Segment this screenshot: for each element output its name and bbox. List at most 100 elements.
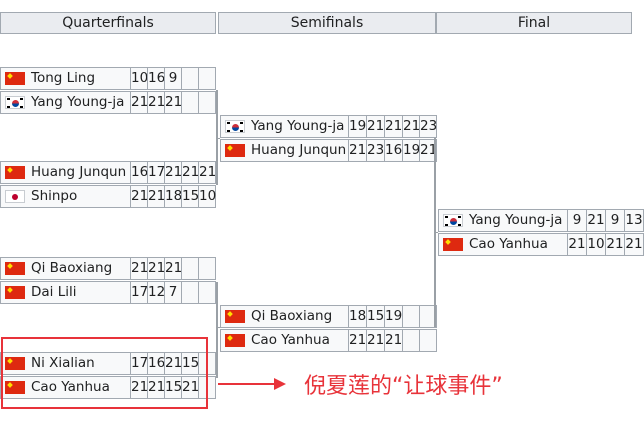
set-score: 21 [147,258,165,279]
player-name-cell: Huang Junqun [221,140,348,161]
set-score: 7 [164,282,181,303]
china-flag-icon [225,144,245,157]
set-score: 17 [147,162,165,183]
player-name[interactable]: Cao Yanhua [251,332,330,348]
set-score: 16 [130,162,148,183]
set-score: 17 [130,353,148,374]
china-flag-icon [5,166,25,179]
china-flag-icon [225,310,245,323]
set-score [198,282,215,303]
set-score: 21 [366,330,384,351]
set-score: 21 [586,210,605,231]
set-score: 21 [164,92,182,113]
china-flag-icon [5,357,25,370]
china-flag-icon [443,238,463,251]
player-name-cell: Cao Yanhua [439,234,567,255]
set-score: 23 [366,140,384,161]
set-score [419,330,436,351]
player-name[interactable]: Yang Young-ja [469,212,563,228]
set-score: 18 [164,186,182,207]
set-score: 18 [348,306,366,327]
set-score: 23 [419,116,437,137]
set-score: 21 [605,234,624,255]
set-score: 16 [147,68,165,89]
set-score: 21 [147,92,165,113]
player-name[interactable]: Qi Baoxiang [251,308,333,324]
player-name[interactable]: Huang Junqun [31,164,127,180]
player-name[interactable]: Yang Young-ja [251,118,345,134]
set-score: 17 [130,282,148,303]
player-name-cell: Tong Ling [1,68,130,89]
connector-line [216,327,220,328]
player-name-cell: Cao Yanhua [221,330,348,351]
connector-line [216,282,218,378]
player-name[interactable]: Qi Baoxiang [31,260,113,276]
set-score: 21 [181,162,199,183]
set-score [198,68,215,89]
set-score: 13 [624,210,643,231]
set-score: 16 [384,140,402,161]
highlight-box [1,337,208,409]
china-flag-icon [225,334,245,347]
player-name-cell: Ni Xialian [1,353,130,374]
annotation-arrow [218,383,278,385]
set-score: 21 [348,330,366,351]
set-score [198,377,215,398]
player-name-cell: Yang Young-ja [221,116,348,137]
header-final: Final [436,12,632,34]
annotation-text: 倪夏莲的“让球事件” [304,374,503,399]
set-score [181,68,198,89]
set-score [419,306,436,327]
set-score: 21 [130,258,148,279]
set-score [402,330,419,351]
set-score: 9 [605,210,624,231]
set-score: 15 [181,186,199,207]
set-score: 21 [624,234,643,255]
player-name-cell: Qi Baoxiang [221,306,348,327]
player-name-cell: Yang Young-ja [1,92,130,113]
set-score [181,92,198,113]
set-score: 21 [130,186,148,207]
set-score: 10 [198,186,216,207]
set-score: 10 [586,234,605,255]
set-score: 21 [130,377,148,398]
china-flag-icon [5,72,25,85]
connector-line [434,232,438,233]
player-name[interactable]: Cao Yanhua [31,379,110,395]
player-name[interactable]: Ni Xialian [31,355,95,371]
set-score: 21 [419,140,437,161]
player-name[interactable]: Yang Young-ja [31,94,125,110]
set-score: 19 [402,140,420,161]
set-score: 21 [147,186,165,207]
player-name[interactable]: Dai Lili [31,284,77,300]
japan-flag-icon [5,190,25,203]
set-score [181,282,198,303]
set-score [198,258,215,279]
set-score: 21 [348,140,366,161]
player-name-cell: Qi Baoxiang [1,258,130,279]
set-score: 12 [147,282,165,303]
player-name-cell: Shinpo [1,186,130,207]
set-score: 21 [567,234,586,255]
south-korea-flag-icon [225,120,245,133]
set-score: 15 [164,377,182,398]
player-name[interactable]: Cao Yanhua [469,236,548,252]
south-korea-flag-icon [443,214,463,227]
player-name-cell: Cao Yanhua [1,377,130,398]
player-name[interactable]: Huang Junqun [251,142,347,158]
set-score: 21 [147,377,165,398]
player-name[interactable]: Shinpo [31,188,78,204]
set-score: 21 [198,162,216,183]
set-score: 9 [164,68,181,89]
player-name[interactable]: Tong Ling [31,70,96,86]
player-name-cell: Yang Young-ja [439,210,567,231]
